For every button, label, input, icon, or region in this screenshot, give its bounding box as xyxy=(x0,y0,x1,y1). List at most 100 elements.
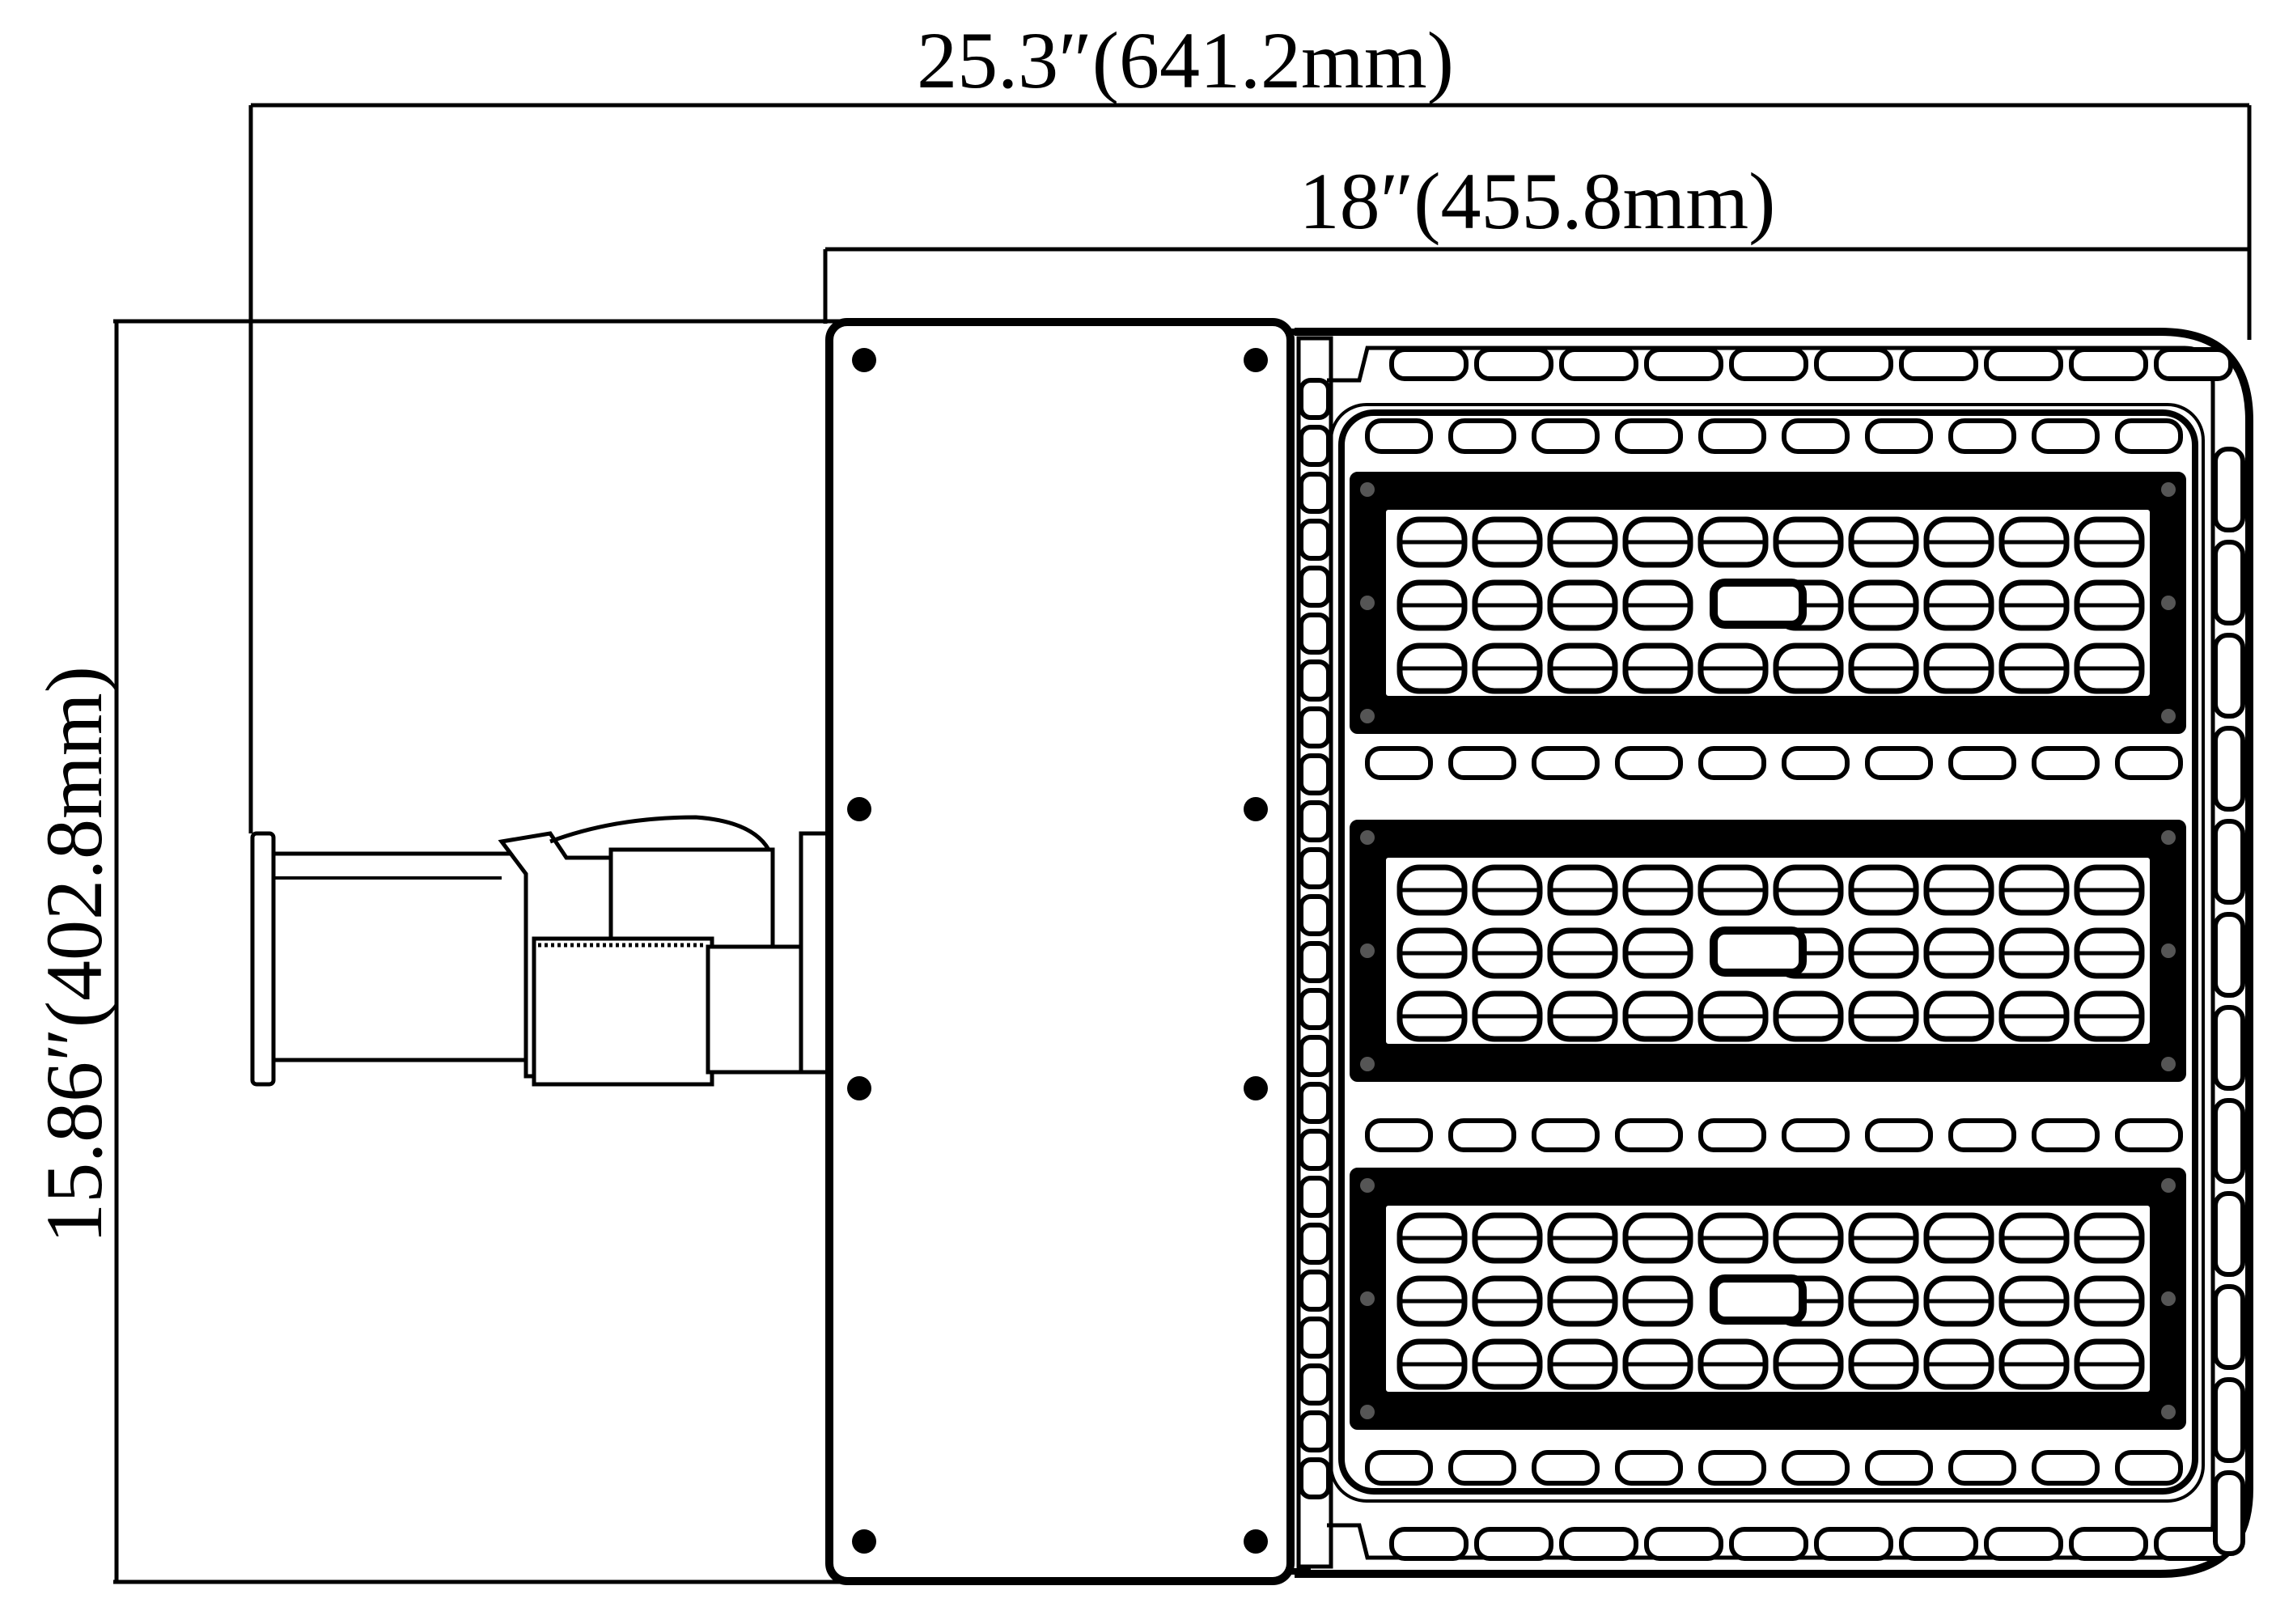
driver-housing xyxy=(825,318,1311,1585)
vent-slot xyxy=(1698,746,1766,780)
vent-slot xyxy=(1615,746,1683,780)
height-label: 15.86″(402.8mm) xyxy=(29,666,119,1244)
vent-slot xyxy=(1532,418,1600,454)
vent-slot xyxy=(1615,418,1683,454)
vent-slot xyxy=(1299,1270,1331,1312)
head-width-label: 18″(455.8mm) xyxy=(1299,156,1776,246)
dimension-lines xyxy=(113,103,2252,1584)
vent-slot xyxy=(1474,347,1553,381)
vent-slot xyxy=(1299,1363,1331,1406)
vent-slot xyxy=(1782,418,1850,454)
screw xyxy=(847,797,871,821)
vent-slot xyxy=(2115,1450,2183,1486)
housing-screws xyxy=(847,348,1268,1554)
vent-slot xyxy=(2115,418,2183,454)
vent-slot xyxy=(1948,746,2016,780)
vent-slot xyxy=(1299,566,1331,608)
vent-slot xyxy=(2154,347,2233,381)
vent-slot xyxy=(1532,1118,1600,1152)
vent-slot xyxy=(1299,753,1331,795)
screw xyxy=(852,348,876,372)
screw xyxy=(1244,1076,1268,1100)
screw xyxy=(847,1076,871,1100)
vent-slot xyxy=(2069,347,2148,381)
vent-slot xyxy=(1365,746,1433,780)
vent-slot xyxy=(1299,1129,1331,1171)
vent-slot xyxy=(2115,1118,2183,1152)
vent-slot xyxy=(1299,1457,1331,1499)
vent-slot xyxy=(1948,418,2016,454)
vent-slot xyxy=(1698,1450,1766,1486)
vent-slot xyxy=(1865,746,1933,780)
vent-slot xyxy=(1474,1527,1553,1561)
vent-slot xyxy=(2032,746,2100,780)
vent-slot xyxy=(1615,1450,1683,1486)
vent-slot xyxy=(1698,1118,1766,1152)
vent-slot xyxy=(1299,706,1331,748)
vent-slot xyxy=(2115,746,2183,780)
vent-slot xyxy=(2032,1118,2100,1152)
vent-slot xyxy=(1729,347,1808,381)
vent-slot xyxy=(2213,633,2245,719)
overall-width-label: 25.3″(641.2mm) xyxy=(917,15,1454,105)
vent-slot xyxy=(1299,1176,1331,1218)
vent-slot xyxy=(1389,347,1469,381)
vent-slot xyxy=(1299,659,1331,702)
vent-slot xyxy=(1365,418,1433,454)
vent-slot xyxy=(2032,418,2100,454)
vent-slot xyxy=(2213,1284,2245,1370)
vent-slot xyxy=(1984,1527,2063,1561)
vent-slot xyxy=(1365,1118,1433,1152)
vent-slot xyxy=(1948,1118,2016,1152)
vent-slot xyxy=(1299,894,1331,936)
screw xyxy=(852,1529,876,1554)
vent-slot xyxy=(1948,1450,2016,1486)
screw xyxy=(1244,1529,1268,1554)
vent-slot xyxy=(1865,418,1933,454)
slip-fitter xyxy=(250,815,850,1087)
vent-slot xyxy=(1448,418,1516,454)
vent-slot xyxy=(1644,347,1723,381)
vent-slot xyxy=(1865,1450,1933,1486)
led-module xyxy=(1350,1168,2186,1430)
vent-slot xyxy=(1782,1450,1850,1486)
vent-slot xyxy=(1532,1450,1600,1486)
vent-slot xyxy=(1644,1527,1723,1561)
vent-slot xyxy=(1615,1118,1683,1152)
vent-slot xyxy=(1389,1527,1469,1561)
vent-slot xyxy=(1782,746,1850,780)
vent-slot xyxy=(2213,1191,2245,1277)
led-modules xyxy=(1350,472,2186,1430)
head-ventilation-slots xyxy=(1299,347,2245,1561)
vent-slot xyxy=(1299,800,1331,842)
vent-slot xyxy=(1365,1450,1433,1486)
vent-slot xyxy=(1448,1118,1516,1152)
vent-slot xyxy=(1559,347,1638,381)
vent-slot xyxy=(2069,1527,2148,1561)
vent-slot xyxy=(1299,1035,1331,1077)
vent-slot xyxy=(1448,1450,1516,1486)
screw xyxy=(1244,797,1268,821)
vent-slot xyxy=(1299,1317,1331,1359)
vent-slot xyxy=(1299,425,1331,467)
vent-slot xyxy=(2213,819,2245,905)
vent-slot xyxy=(1532,746,1600,780)
vent-slot xyxy=(1299,472,1331,514)
vent-slot xyxy=(1299,847,1331,889)
vent-slot xyxy=(1299,941,1331,983)
vent-slot xyxy=(2213,1005,2245,1091)
vent-slot xyxy=(1984,347,2063,381)
vent-slot xyxy=(1814,347,1893,381)
vent-slot xyxy=(1698,418,1766,454)
led-module xyxy=(1350,820,2186,1082)
vent-slot xyxy=(2032,1450,2100,1486)
vent-slot xyxy=(1299,988,1331,1030)
vent-slot xyxy=(1729,1527,1808,1561)
vent-slot xyxy=(1299,1082,1331,1124)
vent-slot xyxy=(1299,613,1331,655)
vent-slot xyxy=(1865,1118,1933,1152)
vent-slot xyxy=(1448,746,1516,780)
vent-slot xyxy=(2213,540,2245,625)
vent-slot xyxy=(1899,347,1978,381)
